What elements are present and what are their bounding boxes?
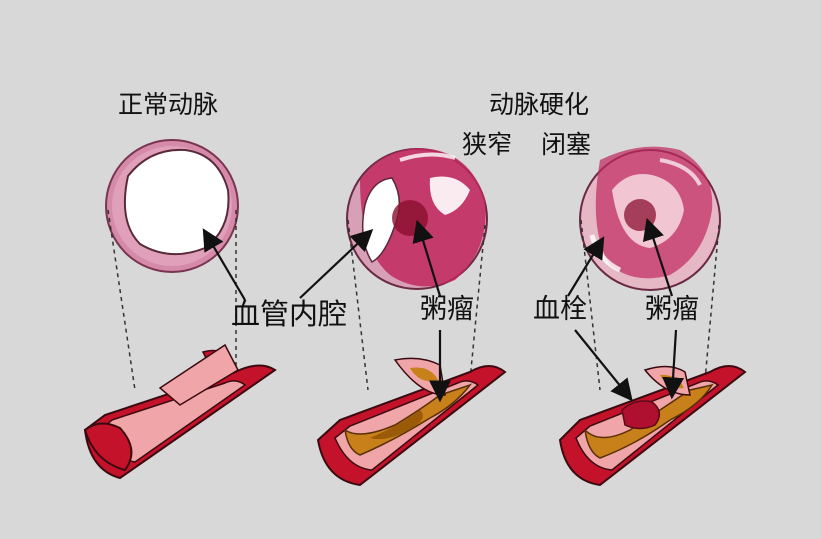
projection-lines bbox=[107, 209, 720, 391]
label-occlusion: 闭塞 bbox=[541, 130, 592, 159]
arrow-plaque-occl-up bbox=[642, 217, 674, 297]
label-vessel-lumen: 血管内腔 bbox=[231, 297, 348, 331]
label-plaque-occlusion: 粥瘤 bbox=[645, 294, 699, 325]
label-plaque-narrowing: 粥瘤 bbox=[420, 294, 474, 325]
occluded-vessel bbox=[558, 365, 747, 487]
label-atherosclerosis: 动脉硬化 bbox=[489, 90, 590, 119]
arrow-plaque-occl-down bbox=[662, 329, 685, 400]
label-thrombus: 血栓 bbox=[533, 294, 587, 325]
pointer-arrows bbox=[202, 217, 685, 403]
arrow-thrombus-up bbox=[567, 236, 605, 297]
normal-vessel bbox=[83, 343, 277, 480]
label-narrowing: 狭窄 bbox=[462, 130, 513, 159]
arrow-lumen-narrow bbox=[299, 228, 374, 299]
normal-artery-cross-section bbox=[105, 139, 239, 273]
arrow-lumen-normal bbox=[202, 228, 246, 301]
occluded-artery-cross-section bbox=[579, 146, 721, 291]
narrowed-vessel bbox=[316, 357, 507, 487]
label-normal-artery: 正常动脉 bbox=[118, 90, 219, 119]
narrowed-artery-cross-section bbox=[346, 148, 488, 290]
arrow-plaque-narrow-up bbox=[412, 219, 442, 297]
arrow-thrombus-down bbox=[574, 329, 633, 402]
